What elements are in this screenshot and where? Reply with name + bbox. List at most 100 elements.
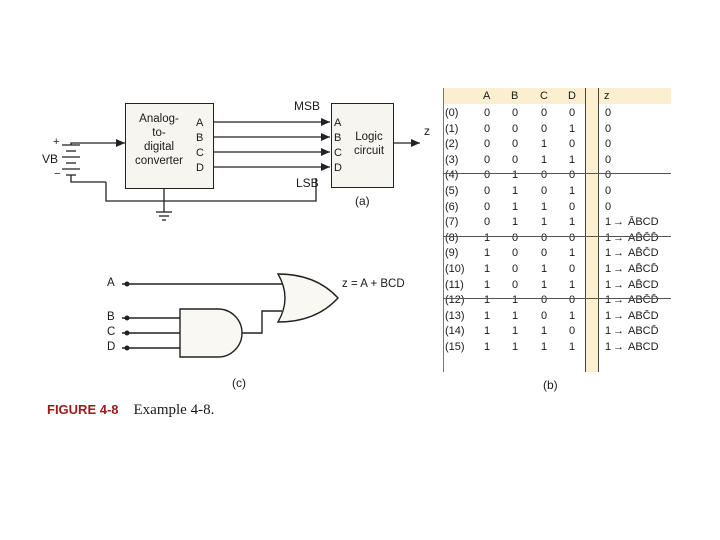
adc-ground-wire (105, 182, 165, 202)
header-b: B (511, 90, 519, 102)
cell-z: 1 (605, 309, 612, 322)
node-d (124, 345, 130, 351)
header-z: z (604, 90, 610, 102)
truth-table-divider-left (585, 88, 586, 372)
msb-label: MSB (294, 99, 321, 113)
implies-arrow: → (613, 278, 624, 291)
minterm: ABC̄D̄ (628, 294, 659, 307)
cell-d: 0 (569, 325, 576, 338)
cell-c: 0 (541, 309, 548, 322)
logic-in-c: C (334, 147, 342, 159)
node-c (124, 330, 130, 336)
minterm: AB̄CD̄ (628, 263, 659, 275)
cell-z: 1 (605, 231, 612, 244)
cell-a: 1 (484, 247, 491, 260)
cell-b: 1 (512, 200, 519, 213)
cell-a: 1 (484, 231, 491, 244)
implies-arrow: → (613, 216, 624, 229)
minterm: AB̄C̄D (628, 247, 659, 260)
cell-a: 1 (484, 325, 491, 338)
cell-d: 0 (569, 138, 576, 151)
cell-d: 0 (569, 169, 576, 182)
cell-c: 1 (541, 341, 548, 353)
battery-top-wire (70, 142, 125, 145)
implies-arrow: → (613, 309, 624, 322)
cell-d: 1 (569, 153, 576, 166)
cell-d: 0 (569, 263, 576, 275)
cell-c: 1 (541, 153, 548, 166)
cell-d: 0 (569, 200, 576, 213)
figure-number: FIGURE 4-8 (47, 402, 119, 417)
minterm: ABCD (628, 341, 659, 353)
node-a (124, 281, 130, 287)
battery-bottom-wire (70, 175, 106, 183)
adc-block: Analog- to- digital converter A B C D (125, 103, 214, 189)
truth-table-divider-stripe (586, 88, 598, 372)
input-arrowhead (116, 139, 125, 147)
cell-c: 1 (541, 325, 548, 338)
logic-in-b: B (334, 132, 342, 144)
arrowhead-b (321, 133, 330, 141)
row-number: (6) (445, 200, 459, 213)
cell-c: 0 (541, 169, 548, 182)
logic-in-a: A (334, 117, 342, 129)
diagram-b-label: (b) (543, 378, 558, 392)
cell-d: 0 (569, 294, 576, 307)
cell-c: 1 (541, 138, 548, 151)
row-number: (1) (445, 122, 459, 135)
adc-line-3: digital (143, 141, 175, 153)
cell-z: 1 (605, 325, 612, 338)
logic-circuit-block: A B C D Logic circuit (331, 103, 394, 188)
cell-d: 1 (569, 185, 576, 197)
cell-c: 0 (541, 122, 548, 135)
logic-ground-wire (164, 178, 317, 202)
row-number: (7) (445, 216, 459, 229)
cell-b: 1 (512, 185, 519, 197)
cell-b: 1 (512, 169, 519, 182)
cell-b: 0 (512, 107, 519, 119)
cell-z: 0 (605, 200, 612, 213)
cell-b: 1 (512, 341, 519, 353)
cell-z: 1 (605, 247, 612, 260)
cell-b: 1 (512, 216, 519, 229)
row-number: (13) (445, 309, 465, 322)
cell-c: 0 (541, 185, 548, 197)
cell-c: 1 (541, 278, 548, 291)
implies-arrow: → (613, 231, 624, 244)
row-number: (10) (445, 263, 465, 275)
lsb-label: LSB (296, 176, 319, 190)
cell-c: 0 (541, 107, 548, 119)
cell-a: 1 (484, 263, 491, 275)
gate-input-c: C (107, 326, 116, 338)
cell-a: 0 (484, 153, 491, 166)
cell-a: 0 (484, 185, 491, 197)
row-number: (12) (445, 294, 465, 307)
cell-a: 1 (484, 309, 491, 322)
row-number: (5) (445, 185, 459, 197)
implies-arrow: → (613, 325, 624, 338)
cell-z: 0 (605, 153, 612, 166)
logic-in-d: D (334, 162, 342, 174)
cell-b: 1 (512, 294, 519, 307)
adc-line-2: to- (152, 127, 166, 139)
diagram-a-label: (a) (355, 194, 370, 208)
cell-z: 0 (605, 122, 612, 135)
cell-b: 1 (512, 309, 519, 322)
cell-a: 0 (484, 169, 491, 182)
cell-b: 0 (512, 231, 519, 244)
row-number: (3) (445, 153, 459, 166)
gate-input-b: B (107, 311, 115, 323)
cell-b: 0 (512, 247, 519, 260)
cell-a: 1 (484, 278, 491, 291)
